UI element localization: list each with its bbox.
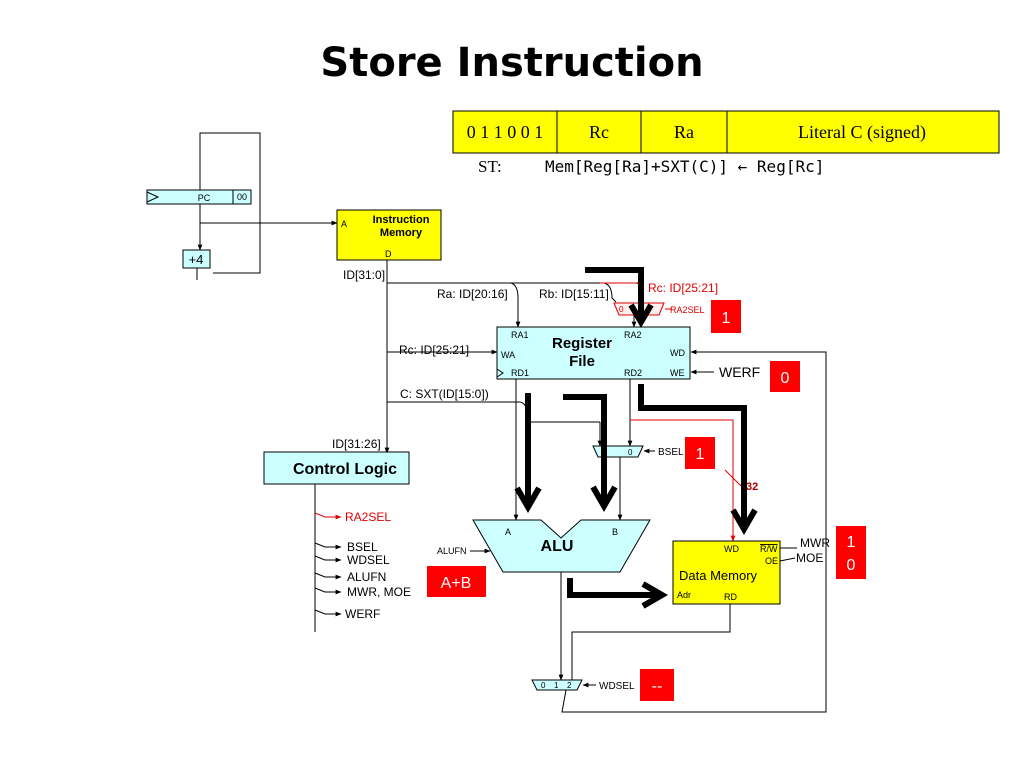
svg-text:Adr: Adr — [677, 590, 691, 600]
svg-text:Instruction: Instruction — [373, 214, 430, 226]
instruction-memory: Instruction Memory A D — [336, 209, 442, 261]
control-outputs — [314, 512, 342, 617]
value-box-alufn: A+B — [427, 566, 486, 597]
svg-text:+4: +4 — [189, 252, 204, 267]
pc-label: PC — [198, 193, 211, 203]
value-box-werf: 0 — [770, 361, 800, 392]
semantics-label: ST: — [478, 157, 502, 176]
werf-label: WERF — [719, 364, 760, 380]
rc-field: Rc — [589, 122, 609, 142]
bus-width-label: 32 — [746, 481, 758, 493]
svg-text:Memory: Memory — [380, 227, 423, 239]
svg-text:Control Logic: Control Logic — [293, 461, 397, 478]
svg-text:WA: WA — [501, 350, 515, 360]
svg-text:WD: WD — [724, 544, 739, 554]
svg-text:2: 2 — [567, 681, 572, 690]
svg-text:1: 1 — [847, 534, 856, 551]
svg-text:WDSEL: WDSEL — [599, 681, 635, 692]
value-box-bsel: 1 — [685, 437, 715, 469]
literal-field: Literal C (signed) — [798, 122, 926, 143]
svg-text:1: 1 — [722, 310, 731, 327]
svg-text:0: 0 — [619, 305, 624, 314]
ra-wire-label: Ra: ID[20:16] — [437, 287, 508, 301]
svg-text:0: 0 — [628, 448, 633, 457]
svg-text:ALUFN: ALUFN — [437, 546, 467, 556]
rd2-to-wd-bus — [630, 419, 742, 542]
rb-wire-label: Rb: ID[15:11] — [539, 287, 609, 301]
svg-text:WE: WE — [670, 368, 685, 378]
decode-wires — [384, 260, 640, 454]
svg-text:ALU: ALU — [541, 538, 574, 555]
pc-loop — [196, 132, 338, 280]
pc-low-bits: 00 — [237, 192, 247, 202]
value-box-ra2sel: 1 — [711, 300, 741, 333]
svg-text:File: File — [569, 353, 595, 370]
ctrl-out-ra2sel: RA2SEL — [345, 510, 391, 524]
svg-text:A: A — [341, 219, 347, 229]
id-all-label: ID[31:0] — [343, 268, 385, 282]
svg-text:D: D — [385, 249, 392, 259]
mwr-label: MWR — [800, 536, 830, 550]
value-box-mwr-moe: 1 0 — [836, 526, 866, 579]
svg-text:RD: RD — [724, 592, 737, 602]
svg-text:OE: OE — [765, 556, 778, 566]
svg-text:WD: WD — [670, 348, 685, 358]
svg-text:0: 0 — [781, 370, 790, 387]
svg-text:B: B — [612, 527, 618, 537]
svg-text:RA2SEL: RA2SEL — [670, 305, 705, 315]
svg-text:Data Memory: Data Memory — [679, 568, 758, 583]
svg-text:BSEL: BSEL — [658, 447, 684, 458]
id-opcode-label: ID[31:26] — [332, 437, 381, 451]
ctrl-out-alufn: ALUFN — [347, 570, 386, 584]
c-sxt-wire-label: C: SXT(ID[15:0]) — [400, 387, 489, 401]
instruction-format: 0 1 1 0 0 1 Rc Ra Literal C (signed) — [452, 110, 1000, 154]
page-title: Store Instruction — [320, 40, 704, 86]
ctrl-out-werf: WERF — [345, 607, 380, 621]
pc-adder: +4 — [182, 249, 211, 269]
semantics-expression: Mem[Reg[Ra]+SXT(C)] ← Reg[Rc] — [545, 157, 824, 176]
svg-text:0: 0 — [541, 681, 546, 690]
svg-text:RD1: RD1 — [511, 368, 529, 378]
svg-text:R/W: R/W — [760, 544, 778, 554]
svg-text:1: 1 — [554, 681, 559, 690]
alu: ALU A B ALUFN — [437, 519, 651, 573]
rc-wa-wire-label: Rc: ID[25:21] — [399, 343, 469, 357]
register-file: Register File RA1 RA2 WA WD WE RD1 RD2 — [496, 326, 691, 380]
flow-arrows — [514, 267, 758, 609]
moe-label: MOE — [796, 551, 823, 565]
svg-text:--: -- — [652, 678, 663, 695]
ra-field: Ra — [674, 122, 694, 142]
ctrl-out-bsel: BSEL — [347, 540, 378, 554]
wdsel-mux: 0 1 2 WDSEL — [531, 679, 635, 692]
svg-text:Register: Register — [552, 335, 612, 352]
svg-text:1: 1 — [696, 446, 705, 463]
data-memory: Data Memory WD R/W OE Adr RD — [672, 540, 781, 605]
control-logic: Control Logic — [263, 451, 410, 632]
svg-text:0: 0 — [847, 557, 856, 574]
datapath-wires — [513, 349, 827, 713]
ctrl-out-mwr-moe: MWR, MOE — [347, 585, 411, 599]
svg-text:RA1: RA1 — [511, 330, 529, 340]
svg-text:RA2: RA2 — [624, 330, 642, 340]
opcode-field: 0 1 1 0 0 1 — [467, 122, 544, 142]
ctrl-out-wdsel: WDSEL — [347, 553, 390, 567]
svg-text:A: A — [505, 527, 511, 537]
value-box-wdsel: -- — [640, 669, 674, 701]
svg-text:RD2: RD2 — [624, 368, 642, 378]
svg-text:A+B: A+B — [441, 575, 472, 592]
ra2sel-mux: 0 RA2SEL — [613, 302, 705, 328]
pc-register: PC 00 — [146, 189, 252, 205]
rc-top-wire-label: Rc: ID[25:21] — [648, 281, 718, 295]
